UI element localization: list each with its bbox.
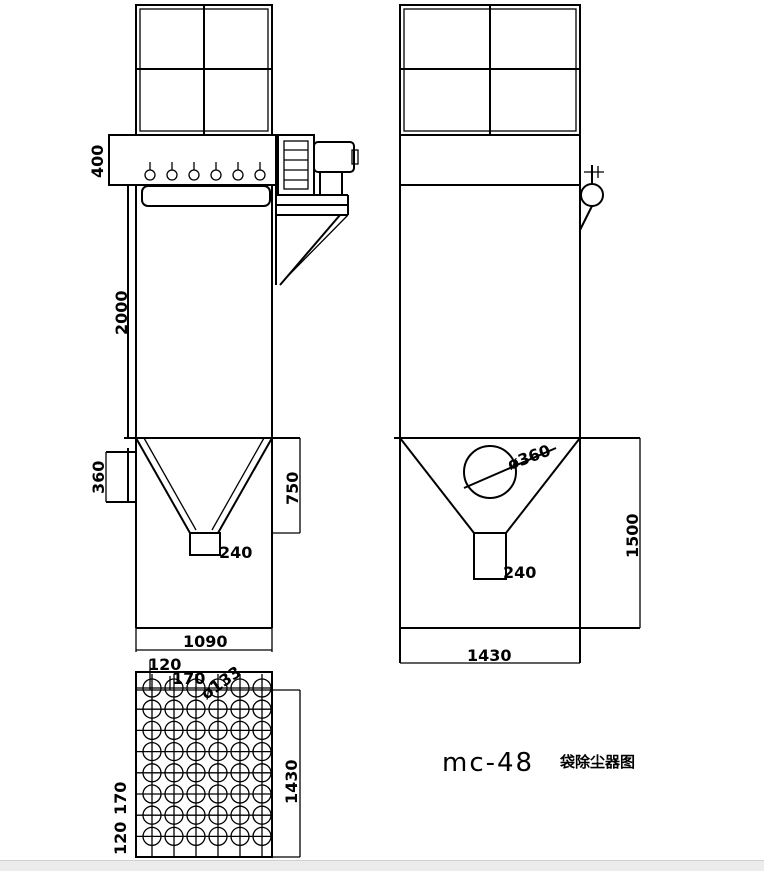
dim-360-diameter: ø360 xyxy=(505,441,553,474)
dim-1500: 1500 xyxy=(623,513,642,558)
window-bottom-bar xyxy=(0,860,764,871)
dim-1090: 1090 xyxy=(183,632,228,651)
dim-170-top: 170 xyxy=(172,669,205,688)
drawing-title-name: 袋除尘器图 xyxy=(559,753,635,771)
drawing-title-model: mc-48 xyxy=(442,748,534,778)
pulse-nozzles xyxy=(144,162,266,181)
pulse-valve xyxy=(579,165,604,231)
dim-750: 750 xyxy=(283,472,302,505)
dim-2000: 2000 xyxy=(112,290,131,335)
dim-360: 360 xyxy=(89,461,108,494)
dim-170-vertical: 170 xyxy=(111,782,130,815)
plan-view xyxy=(135,660,301,858)
dim-1430-plan: 1430 xyxy=(282,759,301,804)
dim-120-vertical: 120 xyxy=(111,822,130,855)
fan-motor-assembly xyxy=(275,134,359,286)
front-view xyxy=(105,4,359,652)
dim-240-side: 240 xyxy=(503,563,536,582)
dim-400: 400 xyxy=(88,145,107,178)
dim-1430-side: 1430 xyxy=(467,646,512,665)
dim-240-front: 240 xyxy=(219,543,252,562)
side-view xyxy=(394,4,641,664)
dim-120-top: 120 xyxy=(148,655,181,674)
